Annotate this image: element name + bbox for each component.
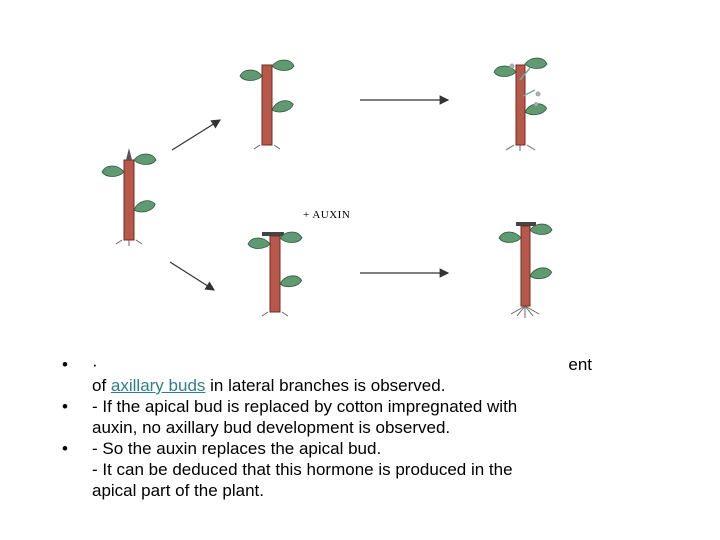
- branched-plant: [493, 57, 548, 151]
- bullet-3: • - So the auxin replaces the apical bud…: [62, 438, 622, 501]
- bullet-marker: •: [62, 397, 68, 416]
- bullet-2-line-1: - If the apical bud is replaced by cotto…: [92, 397, 518, 416]
- bullet-marker: •: [62, 355, 68, 374]
- unbranched-plant: [498, 222, 553, 318]
- bullet-3-line-2: - It can be deduced that this hormone is…: [92, 460, 513, 479]
- apical-dominance-diagram: + AUXIN: [101, 57, 553, 318]
- bullet-2-line-2: auxin, no axillary bud development is ob…: [92, 418, 451, 437]
- bullet-1-line-1: ·ent: [92, 355, 592, 374]
- bullet-1-line-2: of axillary buds in lateral branches is …: [92, 376, 446, 395]
- bullet-3-line-1: - So the auxin replaces the apical bud.: [92, 439, 382, 458]
- arrow-up-branch: [171, 119, 222, 151]
- decapitated-plant: [239, 59, 295, 150]
- auxin-label: + AUXIN: [303, 209, 350, 221]
- bullet-1: • ·ent of axillary buds in lateral branc…: [62, 354, 622, 396]
- arrow-down-branch: [169, 261, 216, 291]
- intact-plant: [101, 148, 157, 246]
- bullet-2: • - If the apical bud is replaced by cot…: [62, 396, 622, 438]
- bullet-marker: •: [62, 439, 68, 458]
- axillary-buds-term[interactable]: axillary buds: [110, 376, 206, 395]
- explanation-list: • ·ent of axillary buds in lateral branc…: [62, 354, 622, 501]
- auxin-treated-plant: [247, 231, 303, 317]
- bullet-3-line-3: apical part of the plant.: [92, 481, 265, 500]
